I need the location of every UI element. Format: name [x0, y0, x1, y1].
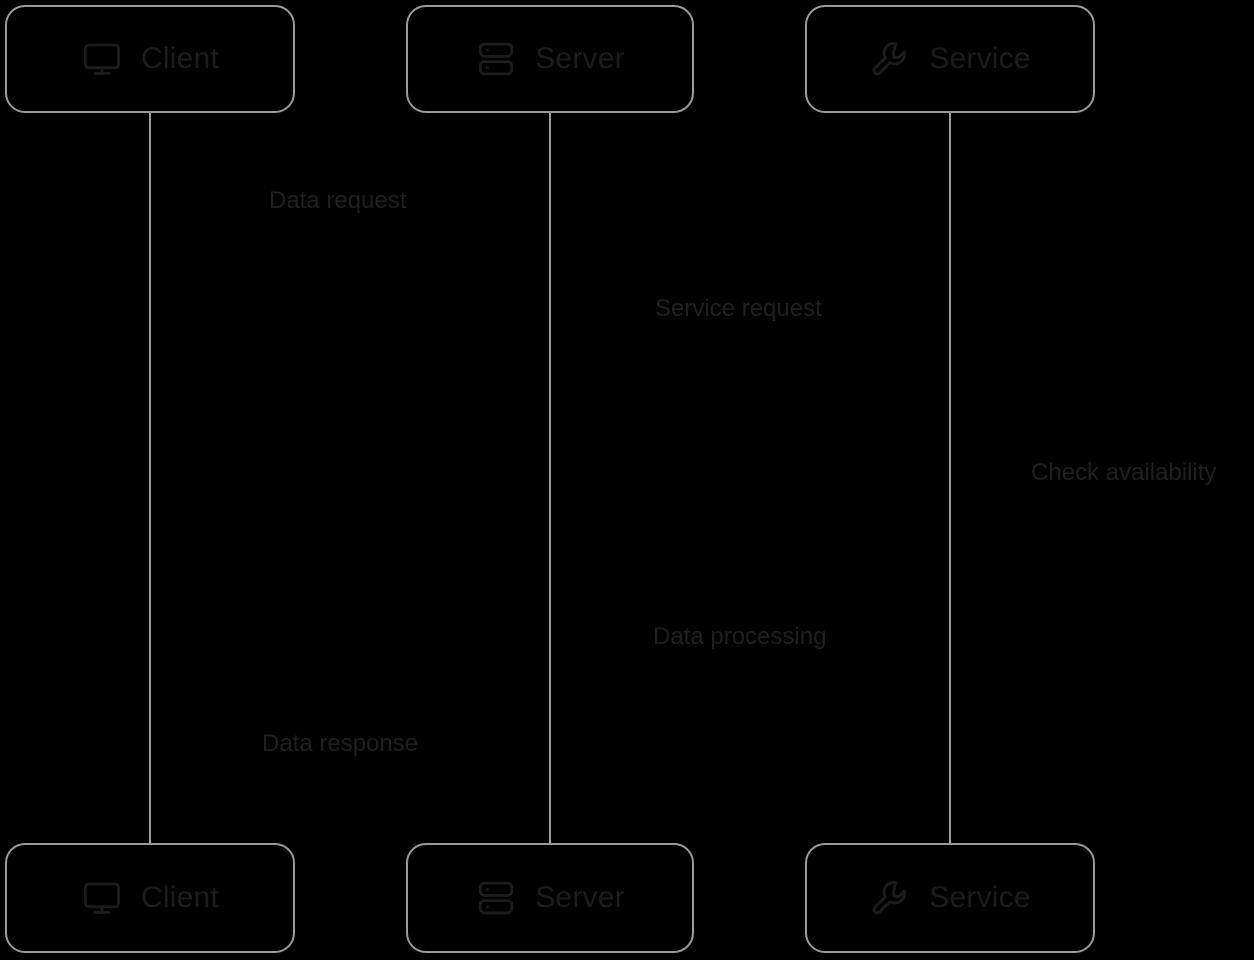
- participant-label: Service: [929, 42, 1031, 75]
- participant-client-bottom[interactable]: Client: [5, 843, 295, 953]
- participant-service-bottom[interactable]: Service: [805, 843, 1095, 953]
- lifeline-service: [949, 113, 951, 845]
- message-label-service-request: Service request: [655, 295, 822, 322]
- wrench-icon: [869, 877, 911, 919]
- lifeline-client: [149, 113, 151, 845]
- monitor-icon: [81, 877, 123, 919]
- message-label-data-processing: Data processing: [653, 623, 827, 650]
- message-label-data-response: Data response: [262, 730, 419, 757]
- wrench-icon: [869, 38, 911, 80]
- participant-client-top[interactable]: Client: [5, 5, 295, 113]
- participant-label: Service: [929, 881, 1031, 914]
- participant-label: Server: [535, 881, 625, 914]
- message-label-check-availability: Check availability: [1031, 459, 1217, 486]
- participant-label: Client: [141, 42, 219, 75]
- participant-server-bottom[interactable]: Server: [406, 843, 694, 953]
- server-icon: [475, 877, 517, 919]
- participant-service-top[interactable]: Service: [805, 5, 1095, 113]
- participant-server-top[interactable]: Server: [406, 5, 694, 113]
- server-icon: [475, 38, 517, 80]
- message-label-data-request: Data request: [269, 187, 407, 214]
- lifeline-server: [549, 113, 551, 845]
- monitor-icon: [81, 38, 123, 80]
- participant-label: Server: [535, 42, 625, 75]
- participant-label: Client: [141, 881, 219, 914]
